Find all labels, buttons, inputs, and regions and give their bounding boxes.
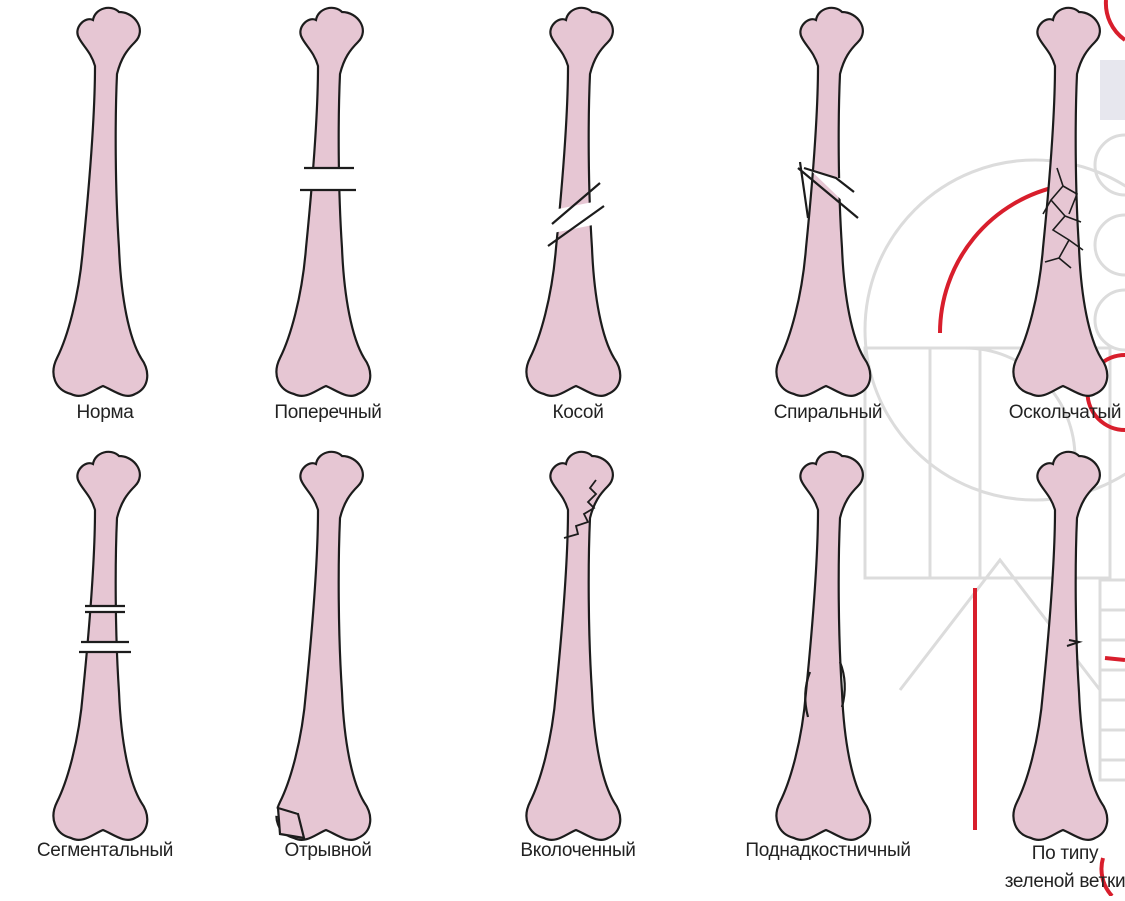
label-avulsion: Отрывной — [284, 840, 371, 862]
bone-oblique — [526, 8, 620, 396]
bone-avulsion — [276, 452, 370, 840]
bone-transverse — [276, 8, 370, 396]
bone-segmental — [53, 452, 147, 840]
label-spiral: Спиральный — [774, 402, 883, 424]
bone-impacted — [526, 452, 620, 840]
label-transverse: Поперечный — [274, 402, 381, 424]
label-normal: Норма — [77, 402, 134, 424]
bone-spiral — [776, 8, 870, 396]
label-segmental: Сегментальный — [37, 840, 173, 862]
bone-subperiosteal — [776, 452, 870, 840]
label-line-2: зеленой ветки — [980, 868, 1125, 896]
label-subperiosteal: Поднадкостничный — [745, 840, 910, 862]
bone-greenstick — [1013, 452, 1107, 840]
label-line-1: По типу — [980, 840, 1125, 868]
label-impacted: Вколоченный — [520, 840, 635, 862]
bone-comminuted — [1013, 8, 1107, 396]
label-comminuted: Оскольчатый — [1009, 402, 1121, 424]
label-oblique: Косой — [552, 402, 603, 424]
bone-normal — [53, 8, 147, 396]
